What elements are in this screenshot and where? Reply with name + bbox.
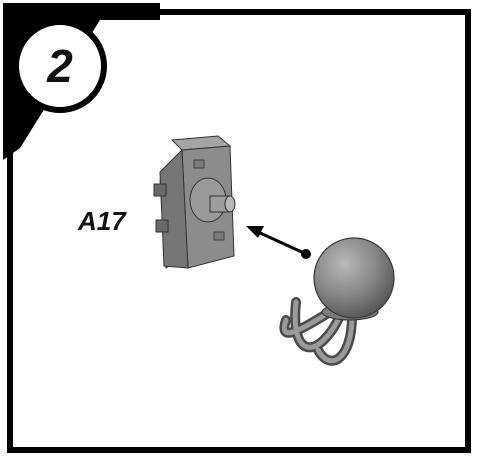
step-frame	[7, 9, 471, 453]
part-label-a17: A17	[77, 206, 127, 236]
step-badge: 2	[3, 3, 160, 160]
step-number: 2	[46, 40, 73, 92]
insert-arrow-icon	[246, 226, 311, 259]
ball-with-legs-icon	[279, 237, 395, 366]
mounting-bracket-icon	[153, 135, 236, 269]
step-number-circle	[13, 19, 107, 113]
